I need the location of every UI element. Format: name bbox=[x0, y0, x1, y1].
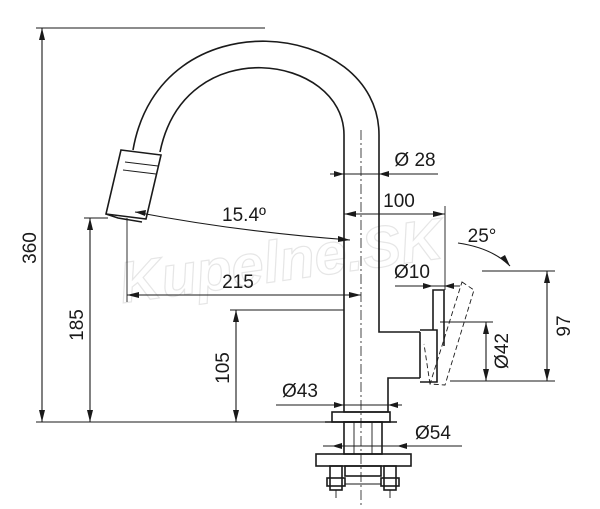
head-offset-label: 100 bbox=[383, 191, 415, 212]
lever-angle-label: 25° bbox=[468, 226, 497, 247]
spout-height-label: 185 bbox=[67, 309, 88, 341]
spout-angle-label: 15.4º bbox=[222, 205, 266, 226]
watermark: Kupelne.SK bbox=[115, 206, 450, 316]
lever-diameter-label: Ø10 bbox=[394, 262, 430, 283]
mount-diameter-label: Ø54 bbox=[415, 423, 451, 444]
base-diameter-label: Ø43 bbox=[282, 381, 318, 402]
reach-label: 215 bbox=[222, 272, 254, 293]
lever-height-label: 105 bbox=[213, 352, 234, 384]
dimension-lines bbox=[36, 27, 555, 449]
spout-diameter-label: Ø 28 bbox=[394, 150, 435, 171]
handle-diameter-label: Ø42 bbox=[492, 333, 513, 369]
lever-length-label: 97 bbox=[554, 315, 575, 336]
overall-height-label: 360 bbox=[20, 232, 41, 264]
